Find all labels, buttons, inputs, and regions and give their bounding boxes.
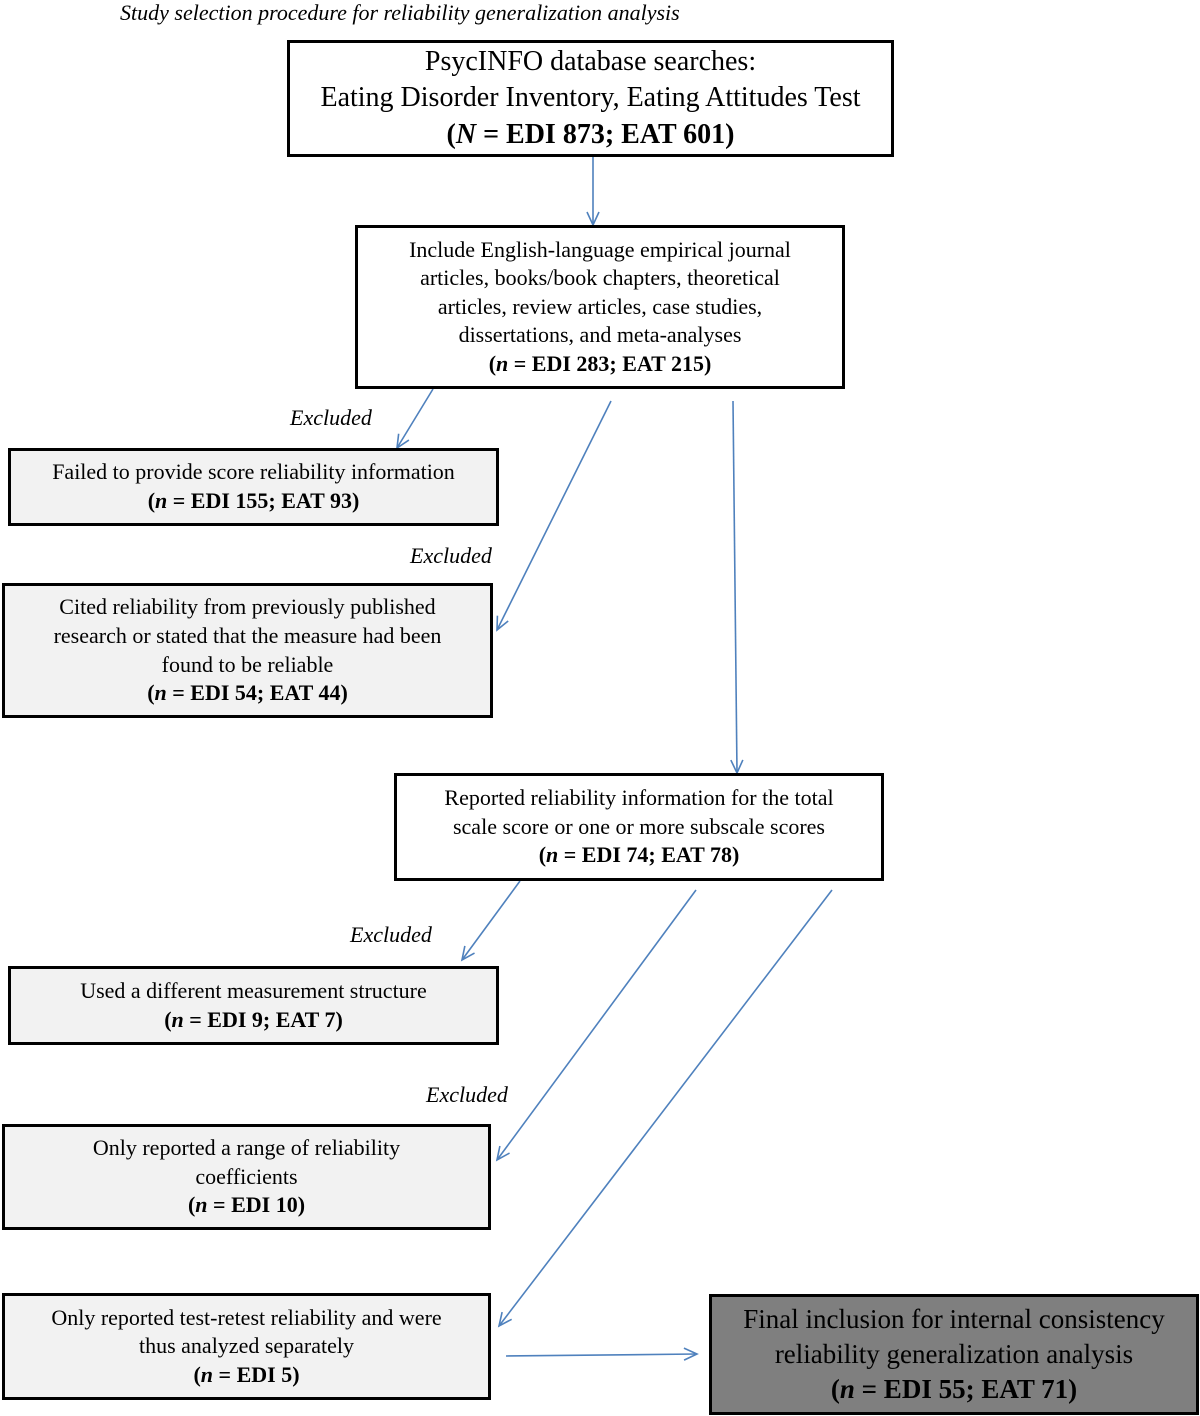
arrow-include-to-failed bbox=[396, 388, 434, 450]
range-line-1: Only reported a range of reliability bbox=[92, 1135, 401, 1161]
reported-box: Reported reliability information for the… bbox=[394, 773, 884, 881]
failed-line-1: Failed to provide score reliability info… bbox=[52, 459, 455, 485]
retest-count: (n = EDI 5) bbox=[193, 1361, 300, 1387]
retest-line-2: thus analyzed separately bbox=[138, 1333, 354, 1359]
cited-count: (n = EDI 54; EAT 44) bbox=[147, 680, 348, 706]
range-box: Only reported a range of reliability coe… bbox=[2, 1124, 491, 1230]
cited-line-2: research or stated that the measure had … bbox=[53, 622, 442, 648]
excluded-label-4: Excluded bbox=[426, 1082, 508, 1107]
reported-line-1: Reported reliability information for the… bbox=[444, 785, 834, 811]
different-box: Used a different measurement structure (… bbox=[8, 966, 499, 1045]
final-box: Final inclusion for internal consistency… bbox=[709, 1294, 1199, 1415]
final-line-2: reliability generalization analysis bbox=[774, 1338, 1134, 1369]
search-box: PsycINFO database searches: Eating Disor… bbox=[287, 40, 894, 157]
different-line-1: Used a different measurement structure bbox=[80, 977, 427, 1003]
excluded-label-1: Excluded bbox=[290, 405, 372, 430]
arrow-reported-to-different bbox=[460, 880, 521, 962]
arrow-include-to-reported bbox=[730, 400, 744, 775]
failed-count: (n = EDI 155; EAT 93) bbox=[147, 488, 360, 513]
reported-line-2: scale score or one or more subscale scor… bbox=[452, 813, 825, 839]
arrow-include-to-cited bbox=[496, 400, 612, 632]
final-count: (n = EDI 55; EAT 71) bbox=[830, 1374, 1078, 1405]
arrow-reported-to-range bbox=[495, 889, 697, 1162]
excluded-label-3: Excluded bbox=[350, 922, 432, 947]
final-line-1: Final inclusion for internal consistency bbox=[743, 1303, 1165, 1334]
failed-box: Failed to provide score reliability info… bbox=[8, 448, 499, 526]
retest-box: Only reported test-retest reliability an… bbox=[2, 1293, 491, 1400]
arrow-retest-to-final bbox=[505, 1347, 699, 1361]
retest-line-1: Only reported test-retest reliability an… bbox=[51, 1304, 442, 1330]
include-line-1: Include English-language empirical journ… bbox=[409, 236, 791, 262]
include-line-2: articles, books/book chapters, theoretic… bbox=[420, 265, 780, 291]
include-count: (n = EDI 283; EAT 215) bbox=[488, 350, 712, 376]
range-count: (n = EDI 10) bbox=[187, 1192, 306, 1218]
figure-caption: Study selection procedure for reliabilit… bbox=[120, 0, 680, 25]
include-box: Include English-language empirical journ… bbox=[355, 225, 845, 389]
cited-line-3: found to be reliable bbox=[161, 651, 334, 677]
arrow-reported-to-retest bbox=[497, 889, 833, 1328]
different-count: (n = EDI 9; EAT 7) bbox=[164, 1006, 343, 1032]
include-line-4: dissertations, and meta-analyses bbox=[458, 322, 742, 348]
cited-box: Cited reliability from previously publis… bbox=[2, 583, 493, 718]
range-line-2: coefficients bbox=[195, 1163, 298, 1189]
excluded-label-2: Excluded bbox=[410, 543, 492, 568]
cited-line-1: Cited reliability from previously publis… bbox=[59, 594, 436, 620]
search-count: (N = EDI 873; EAT 601) bbox=[446, 118, 735, 150]
reported-count: (n = EDI 74; EAT 78) bbox=[538, 842, 740, 868]
search-line-2: Eating Disorder Inventory, Eating Attitu… bbox=[320, 82, 861, 114]
search-line-1: PsycINFO database searches: bbox=[424, 45, 757, 77]
include-line-3: articles, review articles, case studies, bbox=[437, 293, 763, 319]
